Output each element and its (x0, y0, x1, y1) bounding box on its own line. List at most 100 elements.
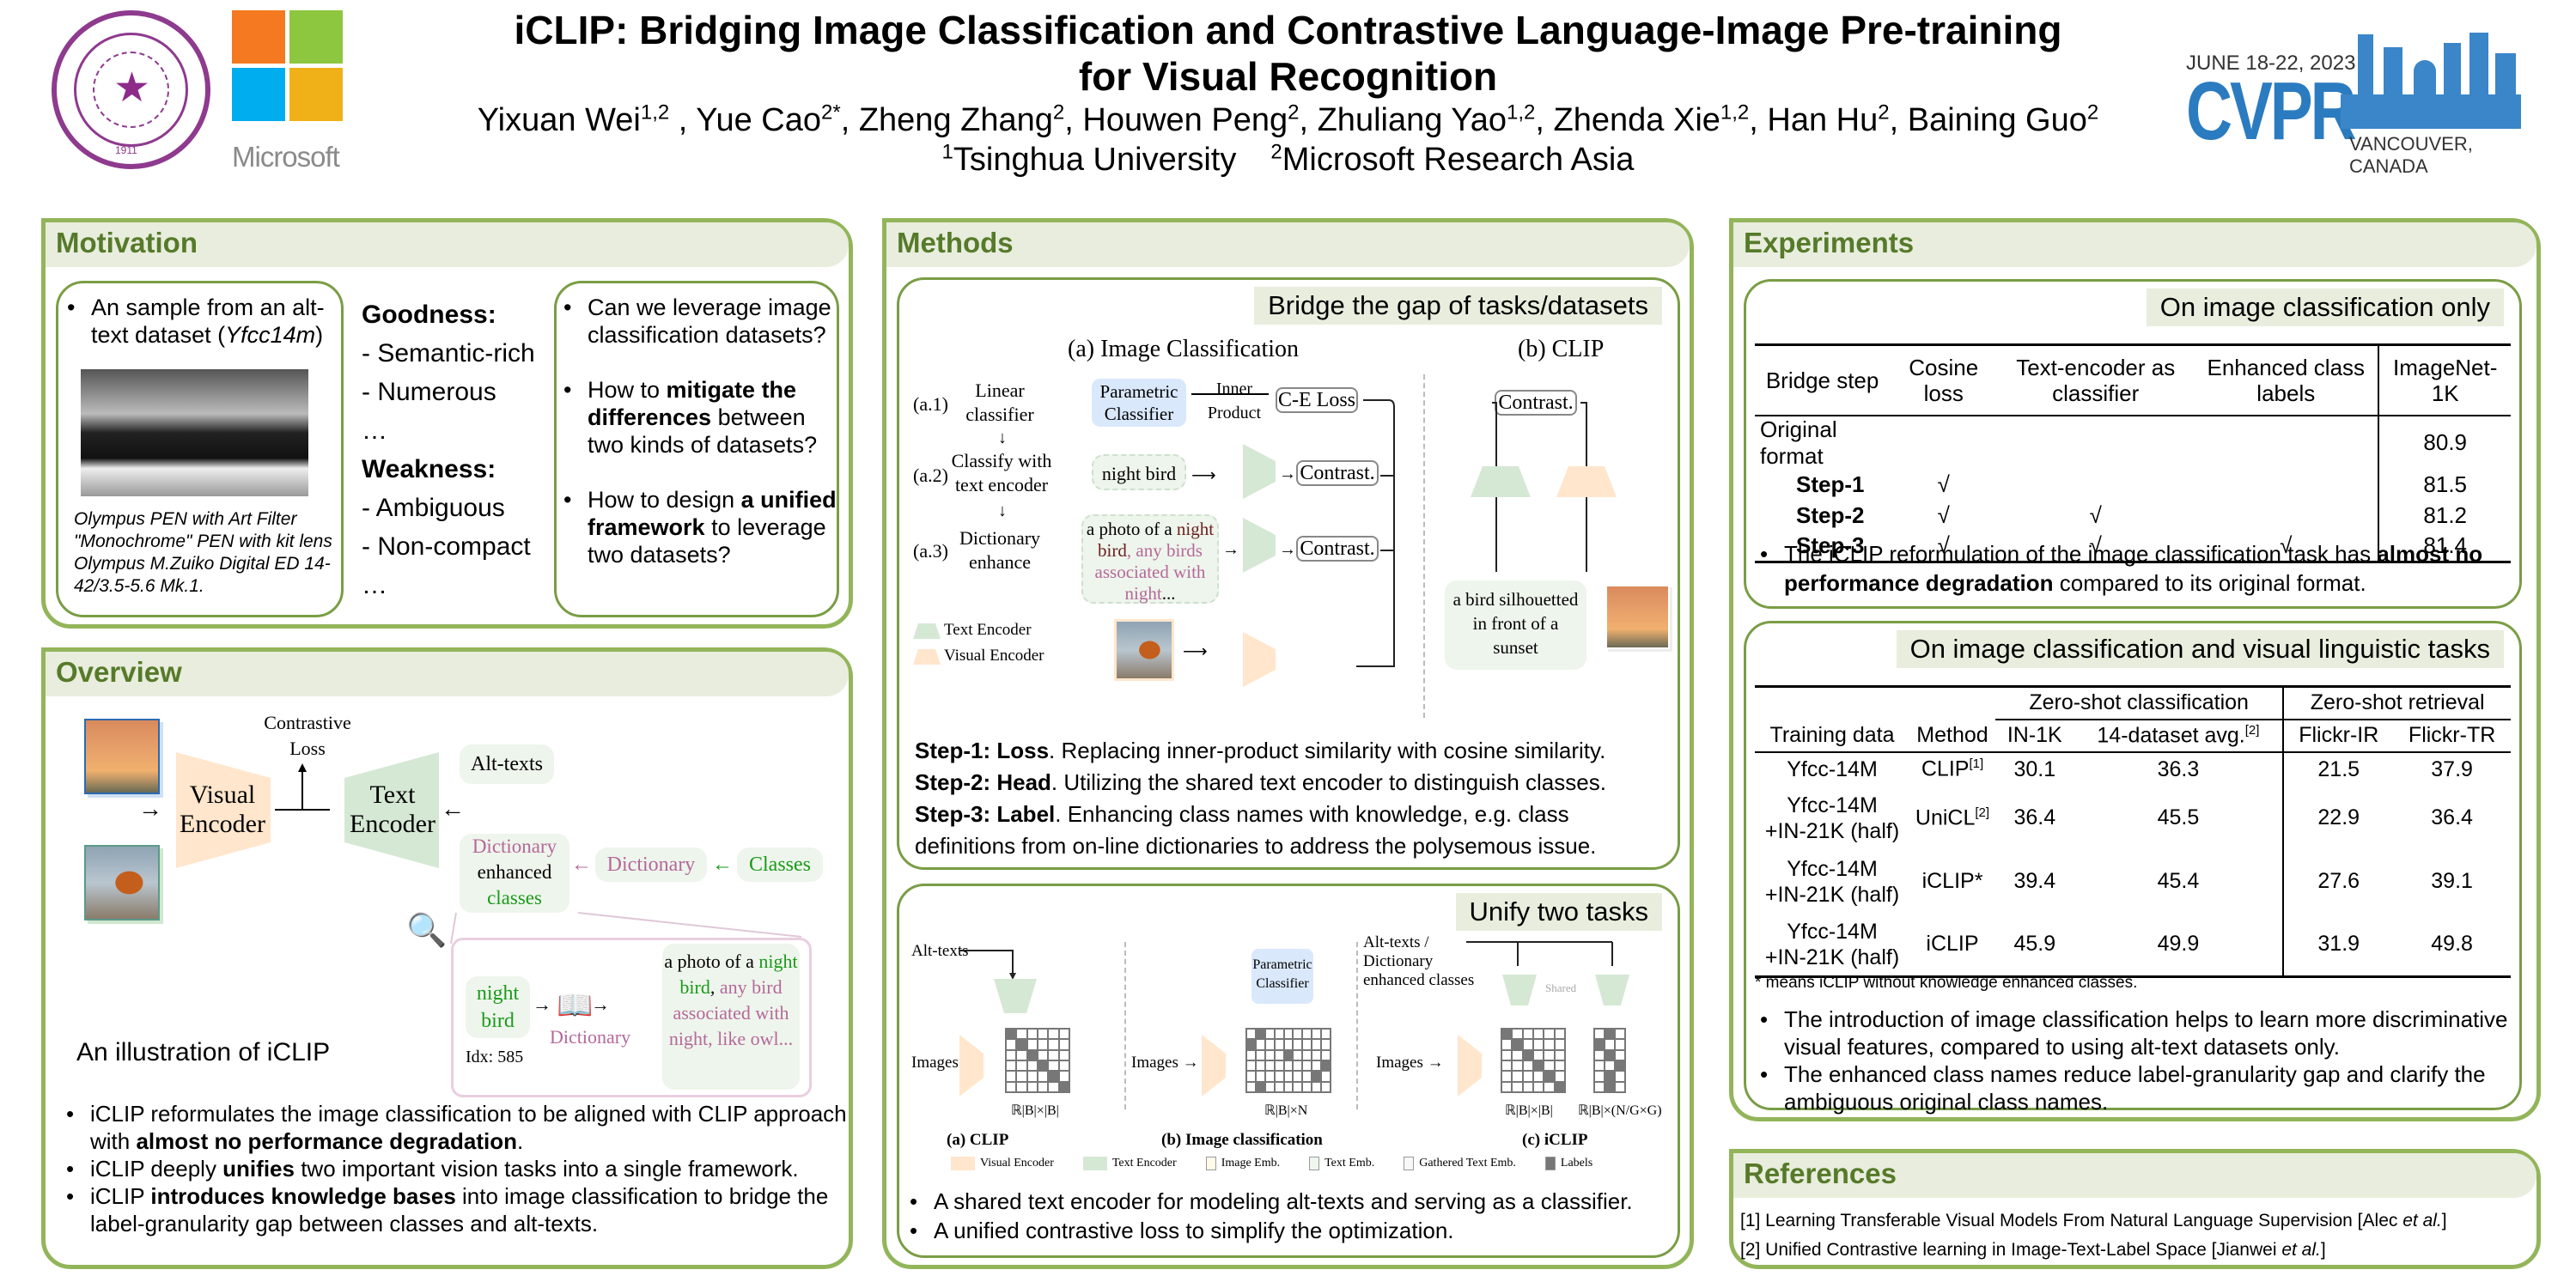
table1-note: The iCLIP reformulation of the image cla… (1755, 539, 2511, 598)
experiment-bullet: The introduction of image classification… (1755, 1005, 2511, 1060)
arrow-left-green-icon: ← (712, 854, 733, 876)
matrix-cell (1006, 1039, 1017, 1050)
group-zero-shot-classification: Zero-shot classification (1995, 686, 2284, 720)
overview-bullet: iCLIP deeply unifies two important visio… (61, 1155, 851, 1182)
legend-item: Text Encoder (1082, 1157, 1177, 1170)
affiliation-name: Tsinghua University (953, 142, 1237, 178)
overview-diagram: → Visual Encoder Contrastive Loss Text E… (46, 703, 849, 1115)
a-title: (a) Image Classification (1068, 336, 1300, 362)
matrix-cell (1544, 1049, 1555, 1060)
matrix-cell (1312, 1060, 1322, 1072)
goodness-item: - Numerous (362, 378, 496, 406)
arrow-left-pink-icon: ← (571, 854, 592, 876)
reference-list: [1] Learning Transferable Visual Models … (1740, 1206, 2447, 1265)
sample-photo (81, 369, 308, 496)
arrow-left-icon: ← (441, 796, 465, 823)
matrix-cell (1321, 1060, 1331, 1072)
table1-box: On image classification only Bridge step… (1744, 279, 2522, 609)
overview-caption: An illustration of iCLIP (76, 1038, 331, 1066)
methods-panel: Methods Bridge the gap of tasks/datasets… (882, 218, 1694, 1269)
matrix-cell (1048, 1049, 1059, 1060)
author-affiliation: 1,2 (1507, 100, 1536, 125)
table-row: Step-1√81.5 (1755, 469, 2511, 501)
matrix-cell (1246, 1029, 1256, 1040)
star-icon: ★ (113, 65, 151, 111)
cvpr-logo: JUNE 18-22, 2023 CVPR VANCOUVER, CANADA (2186, 26, 2530, 177)
author-affiliation: 2 (1288, 100, 1300, 125)
matrix-cell (1006, 1071, 1017, 1082)
legend-item: Image Emb. (1205, 1157, 1280, 1170)
author-name: Yue Cao (696, 102, 822, 138)
night-bird-input: night bird (1092, 454, 1186, 490)
table-header: Text-encoder as classifier (2016, 354, 2176, 406)
matrix-cell (1544, 1060, 1555, 1072)
table-header: Flickr-IR (2282, 719, 2394, 752)
matrix-cell (1264, 1060, 1275, 1072)
matrix-cell (1283, 1071, 1294, 1082)
iclip-matrix-2 (1593, 1028, 1626, 1093)
overview-bullet: iCLIP reformulates the image classificat… (61, 1100, 851, 1155)
matrix-cell (1554, 1049, 1565, 1060)
sunset-photo (84, 719, 160, 794)
feedback-arrows (1356, 399, 1395, 667)
matrix-cell (1501, 1049, 1513, 1060)
table-header: Cosine loss (1909, 354, 1979, 406)
text-encoder-shape (1243, 444, 1276, 499)
matrix-cell (1512, 1049, 1523, 1060)
cvpr-wordmark: CVPR (2186, 65, 2357, 157)
matrix-cell (1532, 1039, 1544, 1050)
matrix-cell (1283, 1049, 1294, 1060)
matrix-cell (1522, 1039, 1533, 1050)
goodness-item: … (362, 416, 387, 445)
matrix-cell (1026, 1071, 1038, 1082)
matrix-cell (1246, 1049, 1256, 1060)
visual-encoder-shape (1202, 1035, 1226, 1097)
matrix-cell (1274, 1060, 1284, 1072)
author-list: Yixuan Wei1,2 , Yue Cao2*, Zheng Zhang2,… (477, 100, 2099, 138)
matrix-cell (1255, 1081, 1265, 1092)
text-encoder-shape (1502, 975, 1537, 1005)
matrix-cell (1026, 1049, 1038, 1060)
sample-box: An sample from an alt-text dataset (Yfcc… (56, 281, 344, 617)
text-encoder-shape (994, 979, 1037, 1013)
matrix-cell (1048, 1039, 1059, 1050)
affiliation-name: Microsoft Research Asia (1282, 142, 1635, 178)
weakness-item: - Non-compact (362, 532, 531, 561)
book-icon: 📖 (557, 990, 594, 1022)
questions-box: Can we leverage image classification dat… (554, 281, 839, 617)
matrix-cell (1501, 1029, 1513, 1040)
matrix-cell (1594, 1039, 1605, 1050)
matrix-cell (1016, 1039, 1027, 1050)
affiliation-number: 2 (1270, 140, 1282, 164)
matrix-cell (1016, 1029, 1027, 1040)
matrix-cell (1293, 1029, 1303, 1040)
contrastive-loss-label: Contrastive Loss (264, 712, 351, 759)
matrix-cell (1512, 1081, 1523, 1092)
references-title: References (1744, 1157, 1897, 1189)
bridge-box: Bridge the gap of tasks/datasets (a) Ima… (897, 277, 1680, 870)
tsinghua-logo: ★ 1911 (52, 10, 210, 169)
matrix-cell (1037, 1039, 1049, 1050)
table2-tag: On image classification and visual lingu… (1896, 630, 2504, 668)
matrix-cell (1246, 1071, 1256, 1082)
matrix-cell (1255, 1029, 1265, 1040)
experiments-panel: Experiments On image classification only… (1729, 218, 2541, 1121)
legend-item: Text Emb. (1309, 1157, 1374, 1170)
author-affiliation: 2 (1052, 100, 1065, 125)
question-item: Can we leverage image classification dat… (558, 294, 837, 349)
arrow-right-icon: → (533, 993, 551, 1015)
legend-item: Gathered Text Emb. (1404, 1157, 1516, 1170)
matrix-cell (1605, 1039, 1615, 1050)
matrix-cell (1274, 1039, 1284, 1050)
matrix-cell (1532, 1029, 1544, 1040)
vancouver-skyline-icon (2341, 26, 2521, 129)
visual-encoder-shape (1458, 1035, 1482, 1097)
reference-item: [2] Unified Contrastive learning in Imag… (1740, 1240, 2326, 1260)
matrix-cell (1274, 1081, 1284, 1092)
vl-table: Zero-shot classification Zero-shot retri… (1755, 685, 2511, 978)
table-header: ImageNet-1K (2378, 344, 2511, 416)
goodness-weakness: Goodness: - Semantic-rich- Numerous… Wea… (362, 295, 559, 605)
